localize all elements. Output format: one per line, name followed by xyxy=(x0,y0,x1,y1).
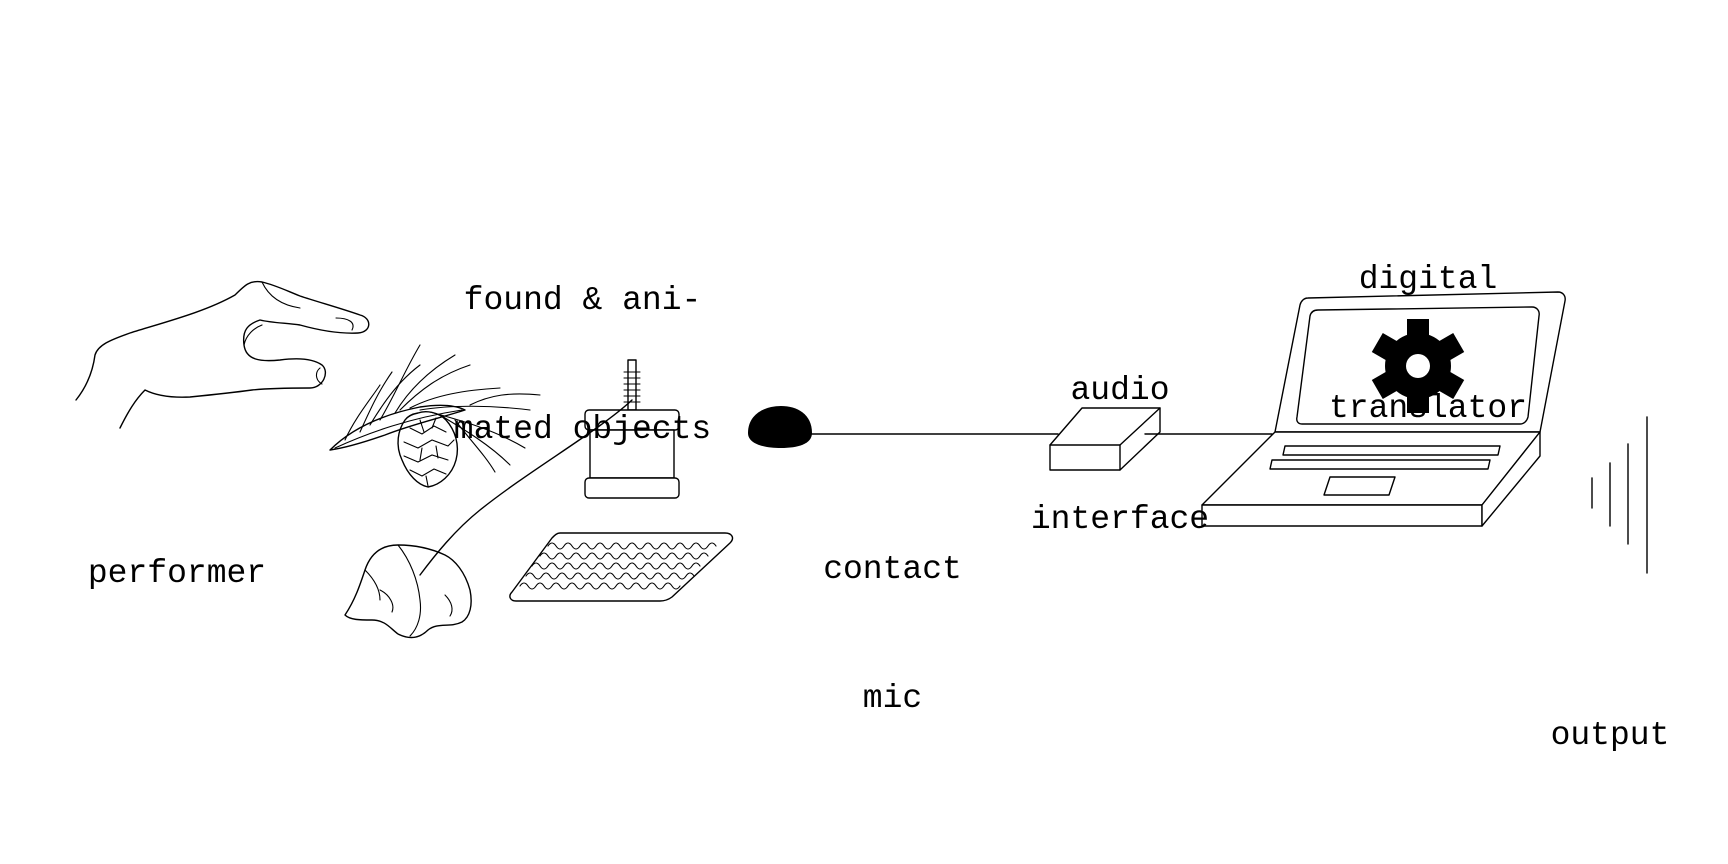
sound-waves-icon xyxy=(1591,416,1648,574)
stepper-motor-icon xyxy=(584,359,680,499)
performer-label: performer xyxy=(87,555,267,592)
audio-interface-label: audio interface xyxy=(1010,283,1230,584)
objects-label-line2: mated objects xyxy=(453,411,712,448)
leaf-icon xyxy=(344,544,472,639)
objects-label-line1: found & ani- xyxy=(463,282,702,319)
audio-interface-label-line2: interface xyxy=(1030,501,1210,538)
audio-interface-box-icon xyxy=(1049,407,1161,471)
digital-translator-label: digital translator xyxy=(1308,172,1548,473)
contact-mic-label: contact mic xyxy=(800,462,985,763)
motor-wire xyxy=(419,399,633,576)
digital-translator-label-line1: digital xyxy=(1358,261,1498,298)
textile-mat-icon xyxy=(509,532,734,602)
contact-mic-icon xyxy=(748,406,812,448)
hand-icon xyxy=(75,280,370,429)
gear-icon xyxy=(1371,319,1465,413)
contact-mic-label-line2: mic xyxy=(862,680,923,717)
pine-branch-icon xyxy=(329,344,541,488)
output-label: output xyxy=(1550,717,1670,754)
audio-interface-label-line1: audio xyxy=(1070,372,1170,409)
contact-mic-label-line1: contact xyxy=(823,551,962,588)
objects-label: found & ani- mated objects xyxy=(420,193,745,494)
digital-translator-label-line2: translator xyxy=(1328,390,1528,427)
